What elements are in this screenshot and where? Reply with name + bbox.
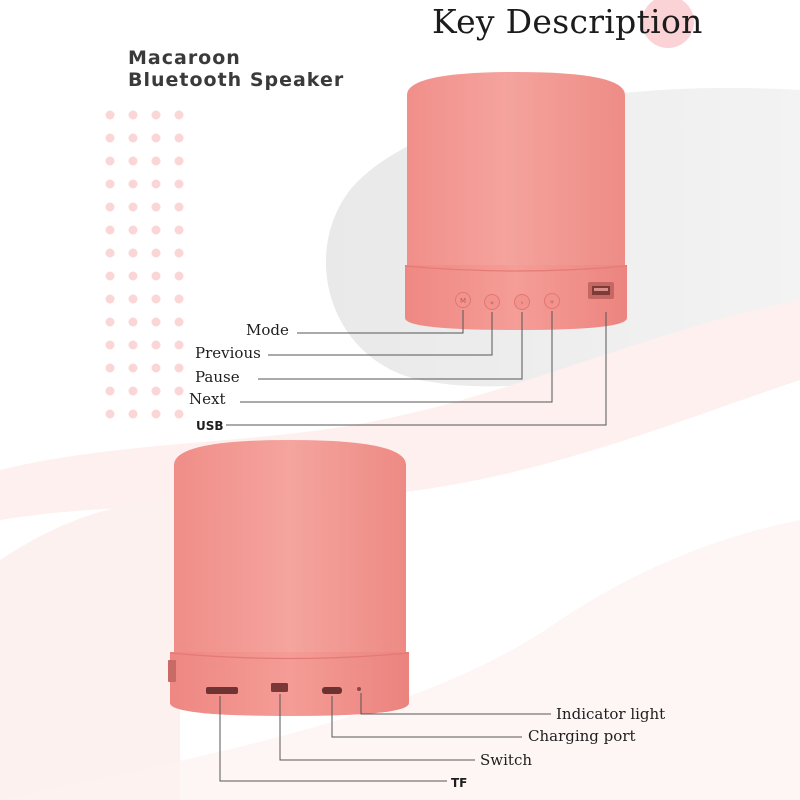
label-switch: Switch (480, 751, 533, 769)
label-usb: USB (196, 419, 224, 433)
svg-text:»: » (550, 298, 554, 306)
top-speaker-body (407, 72, 625, 268)
pause-button-icon[interactable]: › (514, 294, 530, 310)
accent-circle (642, 0, 694, 48)
switch-icon[interactable] (271, 683, 288, 692)
label-charging-port: Charging port (528, 727, 636, 745)
mode-button-icon[interactable]: M (455, 292, 471, 308)
svg-text:›: › (521, 299, 524, 307)
label-tf: TF (451, 776, 468, 790)
product-name: Macaroon Bluetooth Speaker (128, 47, 344, 91)
page-title: Key Description (432, 2, 703, 41)
usb-port-icon[interactable] (588, 282, 614, 299)
product-name-line2: Bluetooth Speaker (128, 69, 345, 91)
product-name-line1: Macaroon (128, 47, 241, 69)
svg-text:«: « (490, 299, 494, 307)
label-pause: Pause (195, 368, 240, 386)
dot-grid (105, 110, 184, 419)
label-previous: Previous (195, 344, 261, 362)
tf-slot-icon[interactable] (206, 687, 238, 694)
pink-wave-lower (0, 500, 180, 800)
bottom-speaker-body (174, 440, 406, 655)
indicator-light-icon (357, 687, 361, 691)
top-leader-lines (226, 310, 607, 426)
svg-text:M: M (460, 297, 466, 305)
pink-wave-bottom (0, 520, 800, 800)
bottom-speaker-base (170, 652, 409, 716)
label-next: Next (189, 390, 226, 408)
charging-port-icon[interactable] (322, 687, 342, 694)
label-mode: Mode (246, 321, 289, 339)
next-button-icon[interactable]: » (544, 293, 560, 309)
bottom-leader-lines (219, 693, 551, 782)
previous-button-icon[interactable]: « (484, 294, 500, 310)
label-indicator-light: Indicator light (556, 705, 666, 723)
